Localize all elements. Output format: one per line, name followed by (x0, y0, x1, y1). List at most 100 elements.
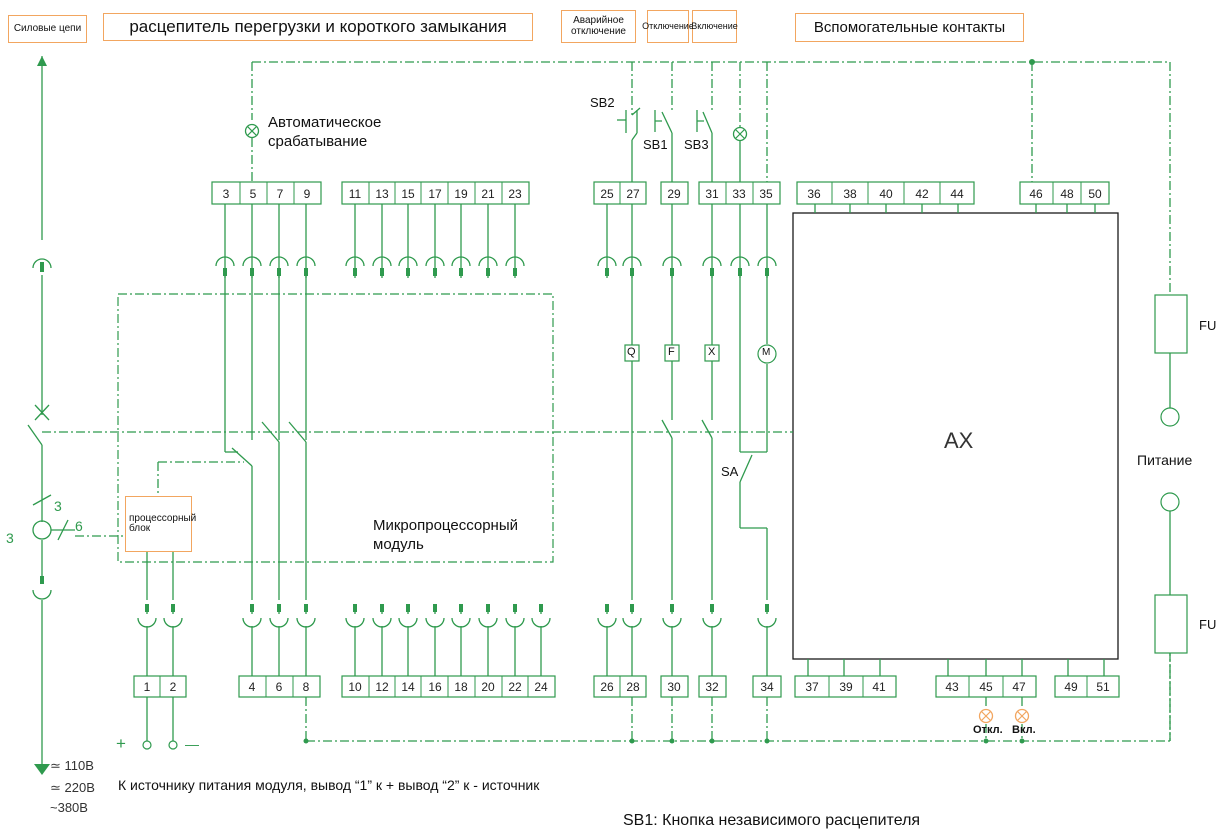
coil-m: M (762, 347, 771, 358)
terminal-7: 7 (277, 187, 284, 201)
plug-socket-icon (425, 604, 445, 628)
terminal-49: 49 (1064, 680, 1078, 694)
signal-lamp-33-icon (732, 126, 748, 142)
terminal-21: 21 (481, 187, 495, 201)
ax-block (792, 212, 1119, 660)
sb1-label: SB1 (643, 137, 668, 152)
plug-socket-icon (345, 256, 365, 278)
terminal-39: 39 (839, 680, 853, 694)
terminal-9: 9 (304, 187, 311, 201)
terminal-12: 12 (375, 680, 389, 694)
phase-6-label: 6 (75, 518, 83, 534)
plug-socket-icon (505, 604, 525, 628)
terminal-4: 4 (249, 680, 256, 694)
voltage-110: ≃ 110В (50, 758, 94, 773)
plug-socket-icon (451, 604, 471, 628)
coil-frames (624, 344, 777, 364)
auto-trip-label: Автоматическое срабатывание (268, 114, 382, 150)
sa-label: SA (721, 464, 739, 479)
plug-socket-icon (730, 256, 750, 278)
plug-socket-icon (137, 604, 157, 628)
plug-socket-icon (296, 604, 316, 628)
plug-socket-icon (296, 256, 316, 278)
plug-socket-icon (531, 604, 551, 628)
plug-socket-icon (662, 604, 682, 628)
phase-3-left-label: 3 (6, 530, 14, 546)
power-label: Питание (1137, 452, 1193, 468)
fuse-bottom-icon (1154, 492, 1188, 741)
plug-socket-icon (398, 604, 418, 628)
terminal-17: 17 (428, 187, 442, 201)
ax-label: AX (944, 428, 974, 453)
plug-socket-icon (398, 256, 418, 278)
phase-3-label: 3 (54, 498, 62, 514)
terminal-47: 47 (1012, 680, 1026, 694)
voltage-220: ≃ 220В (50, 780, 95, 795)
ax-leads (807, 204, 1105, 676)
header-off: Отключение (642, 10, 694, 43)
sb1-note: SB1: Кнопка независимого расцепителя (623, 812, 921, 829)
header-aux-contacts: Вспомогательные контакты (795, 13, 1024, 42)
terminal-3: 3 (223, 187, 230, 201)
control-wires (631, 275, 768, 600)
supply-note: К источнику питания модуля, вывод “1” к … (118, 777, 540, 793)
voltage-380: ~380В (50, 800, 88, 815)
plug-socket-icon (163, 604, 183, 628)
terminal-33: 33 (732, 187, 746, 201)
terminal-8: 8 (303, 680, 310, 694)
terminal-43: 43 (945, 680, 959, 694)
terminal-25: 25 (600, 187, 614, 201)
terminal-18: 18 (454, 680, 468, 694)
main-power-line (27, 56, 128, 775)
terminal-14: 14 (401, 680, 415, 694)
terminal-30: 30 (667, 680, 681, 694)
plug-sockets (137, 256, 777, 628)
terminal-36: 36 (807, 187, 821, 201)
terminal-20: 20 (481, 680, 495, 694)
micro-module-label: Микропроцессорный модуль (373, 517, 518, 553)
micro-module-box (117, 293, 554, 563)
off-lamp-icon (978, 708, 994, 724)
terminal-16: 16 (428, 680, 442, 694)
fu-top-label: FU (1199, 318, 1217, 333)
processor-block: процессорный блок (125, 496, 196, 552)
fuse-top-icon (1154, 294, 1188, 427)
plug-socket-icon (597, 256, 617, 278)
plug-socket-icon (702, 604, 722, 628)
terminal-19: 19 (454, 187, 468, 201)
plus-sign: + (116, 734, 126, 753)
plug-socket-icon (622, 604, 642, 628)
plug-socket-icon (757, 256, 777, 278)
top-bus (251, 59, 1171, 295)
coil-x: X (708, 346, 716, 358)
terminal-31: 31 (705, 187, 719, 201)
terminal-29: 29 (667, 187, 681, 201)
on-lamp-icon (1014, 708, 1030, 724)
plug-socket-icon (269, 604, 289, 628)
plug-socket-icon (478, 256, 498, 278)
terminal-46: 46 (1029, 187, 1043, 201)
bottom-connector-stubs (146, 626, 768, 676)
terminal-32: 32 (705, 680, 719, 694)
plug-socket-icon (505, 256, 525, 278)
terminal-38: 38 (843, 187, 857, 201)
terminal-23: 23 (508, 187, 522, 201)
plug-socket-icon (757, 604, 777, 628)
plug-socket-icon (269, 256, 289, 278)
header-trip-unit: расцепитель перегрузки и короткого замык… (103, 13, 533, 41)
trip-wires (157, 275, 307, 600)
plug-socket-icon (451, 256, 471, 278)
terminal-6: 6 (276, 680, 283, 694)
terminal-22: 22 (508, 680, 522, 694)
terminal-2: 2 (170, 680, 177, 694)
coil-f: F (668, 346, 675, 358)
terminal-34: 34 (760, 680, 774, 694)
plug-socket-icon (478, 604, 498, 628)
terminal-24: 24 (534, 680, 548, 694)
plug-socket-icon (215, 256, 235, 278)
terminal-1: 1 (144, 680, 151, 694)
plug-socket-icon (425, 256, 445, 278)
auto-trip-lamp-icon (244, 123, 260, 183)
